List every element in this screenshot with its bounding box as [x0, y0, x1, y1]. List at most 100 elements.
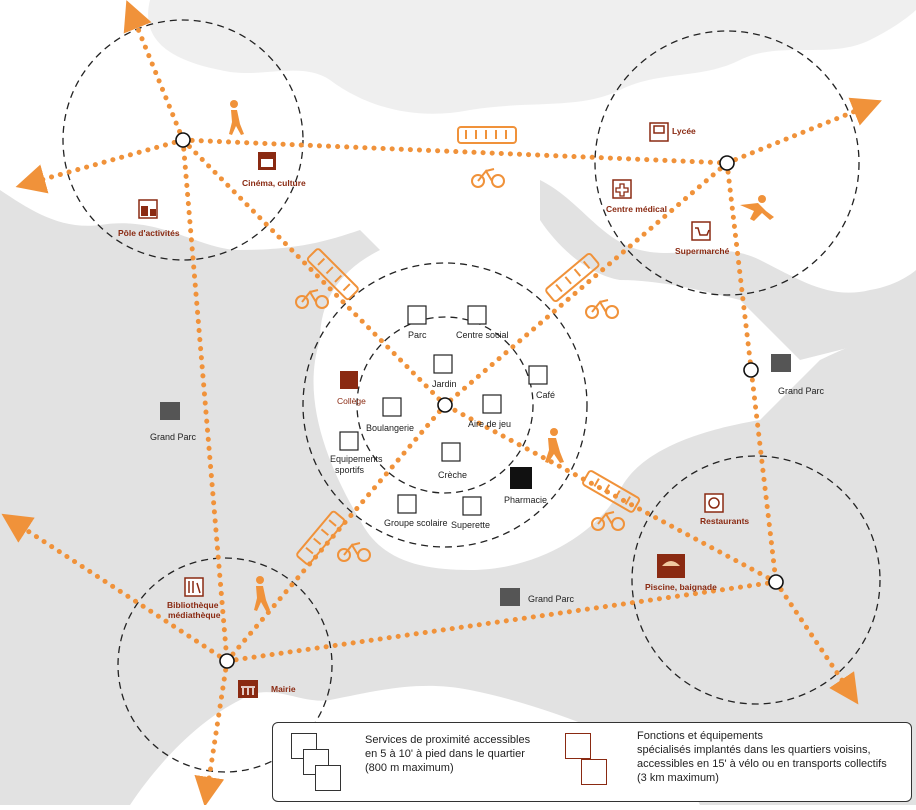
park-icons	[160, 354, 791, 606]
label-grand-parc-east: Grand Parc	[778, 386, 825, 396]
circle-bottom-right	[631, 455, 881, 705]
bus-icon	[582, 470, 641, 513]
node-centre	[437, 397, 453, 413]
specialised-labels: Cinéma, culture Pôle d'activités Lycée C…	[118, 126, 749, 694]
label-aire-de-jeu: Aire de jeu	[468, 419, 511, 429]
bicycle-icon	[471, 168, 505, 188]
label-pharmacie: Pharmacie	[504, 495, 547, 505]
route-br-centre	[442, 402, 779, 585]
node-top-left	[175, 132, 191, 148]
label-piscine: Piscine, baignade	[645, 582, 717, 592]
label-creche: Crèche	[438, 470, 467, 480]
label-cinema: Cinéma, culture	[242, 178, 306, 188]
neighbourhood-icons	[339, 305, 548, 516]
route-tl-west	[15, 137, 186, 194]
legend-proximity-line: en 5 à 10' à pied dans le quartier	[365, 748, 525, 760]
pupil-desk-icon	[315, 765, 341, 791]
hand-icon	[467, 305, 487, 325]
label-centre-medical: Centre médical	[606, 204, 667, 214]
baby-bottle-icon	[441, 442, 461, 462]
route-tr-east	[724, 97, 882, 166]
label-bibliotheque-2: médiathèque	[168, 610, 221, 620]
teacher-board-icon	[581, 759, 607, 785]
label-boulangerie: Boulangerie	[366, 423, 414, 433]
legend-specialised-line: (3 km maximum)	[637, 772, 719, 784]
bicycle-icon	[585, 299, 619, 319]
bus-icon	[296, 510, 346, 566]
label-college: Collège	[337, 396, 366, 406]
node-top-right	[719, 155, 735, 171]
route-bl-br	[224, 579, 779, 664]
route-bl-west	[1, 513, 230, 664]
district-circles	[62, 19, 881, 773]
college-icon	[340, 371, 358, 389]
circle-top-right	[594, 30, 860, 296]
legend-specialised-line: Fonctions et équipements	[637, 730, 763, 742]
route-nodes	[175, 132, 784, 669]
label-lycee: Lycée	[672, 126, 696, 136]
park-icon	[771, 354, 791, 372]
coffee-cup-icon	[528, 365, 548, 385]
gardener-icon	[433, 354, 453, 374]
label-mairie: Mairie	[271, 684, 296, 694]
route-tr-centre	[442, 160, 730, 408]
legend-specialised-text: Fonctions et équipements spécialisés imp…	[637, 729, 907, 785]
basket-icon	[462, 496, 482, 516]
plate-icon	[704, 493, 724, 513]
bread-icon	[382, 397, 402, 417]
label-grand-parc-south: Grand Parc	[528, 594, 575, 604]
circle-neighbourhood-inner	[356, 316, 534, 494]
label-jardin: Jardin	[432, 379, 457, 389]
park-icon	[500, 588, 520, 606]
circle-top-left	[62, 19, 304, 261]
label-grand-parc-west: Grand Parc	[150, 432, 197, 442]
seesaw-icon	[482, 394, 502, 414]
label-superette: Superette	[451, 520, 490, 530]
beach-umbrella-icon	[657, 554, 685, 578]
legend: Services de proximité accessibles en 5 à…	[272, 722, 912, 802]
circle-bottom-left	[117, 557, 333, 773]
route-tl-bl	[180, 137, 230, 664]
bus-icon	[545, 252, 600, 303]
label-restaurants: Restaurants	[700, 516, 749, 526]
legend-specialised-line: spécialisés implantés dans les quartiers…	[637, 744, 871, 756]
walker-icon	[254, 576, 270, 611]
factory-icon	[138, 199, 158, 219]
books-icon	[184, 577, 204, 597]
route-br-south	[773, 579, 859, 705]
node-bottom-left	[219, 653, 235, 669]
bus-icon	[306, 248, 359, 301]
bicycle-icon	[591, 511, 625, 531]
label-supermarche: Supermarché	[675, 246, 730, 256]
runner-icon	[740, 195, 774, 221]
teacher-board-icon	[649, 122, 669, 142]
walker-icon	[545, 428, 564, 463]
label-equipements-1: Equipements	[330, 454, 383, 464]
legend-specialised-icons	[565, 733, 615, 793]
park-icon	[160, 402, 180, 420]
mortar-icon	[510, 467, 532, 489]
legend-specialised-line: accessibles en 15' à vélo ou en transpor…	[637, 758, 887, 770]
route-tl-centre	[180, 137, 448, 408]
pupil-desk-icon	[397, 494, 417, 514]
label-groupe-scolaire: Groupe scolaire	[384, 518, 448, 528]
town-hall-icon	[238, 680, 258, 698]
route-bl-centre	[224, 402, 448, 664]
shopping-cart-icon	[691, 221, 711, 241]
bicycle-icon	[295, 289, 329, 309]
neighbourhood-labels: Parc Centre social Collège Jardin Café B…	[330, 330, 555, 530]
walker-icon	[229, 100, 244, 135]
label-equipements-2: sportifs	[335, 465, 365, 475]
legend-proximity-line: Services de proximité accessibles	[365, 734, 531, 746]
pedestrian-icons	[229, 100, 774, 611]
legend-proximity-text: Services de proximité accessibles en 5 à…	[365, 733, 565, 775]
specialised-icons	[138, 122, 724, 698]
label-cafe: Café	[536, 390, 555, 400]
tree-icon	[407, 305, 427, 325]
label-pole-activites: Pôle d'activités	[118, 228, 180, 238]
medical-cross-icon	[612, 179, 632, 199]
label-parc: Parc	[408, 330, 427, 340]
